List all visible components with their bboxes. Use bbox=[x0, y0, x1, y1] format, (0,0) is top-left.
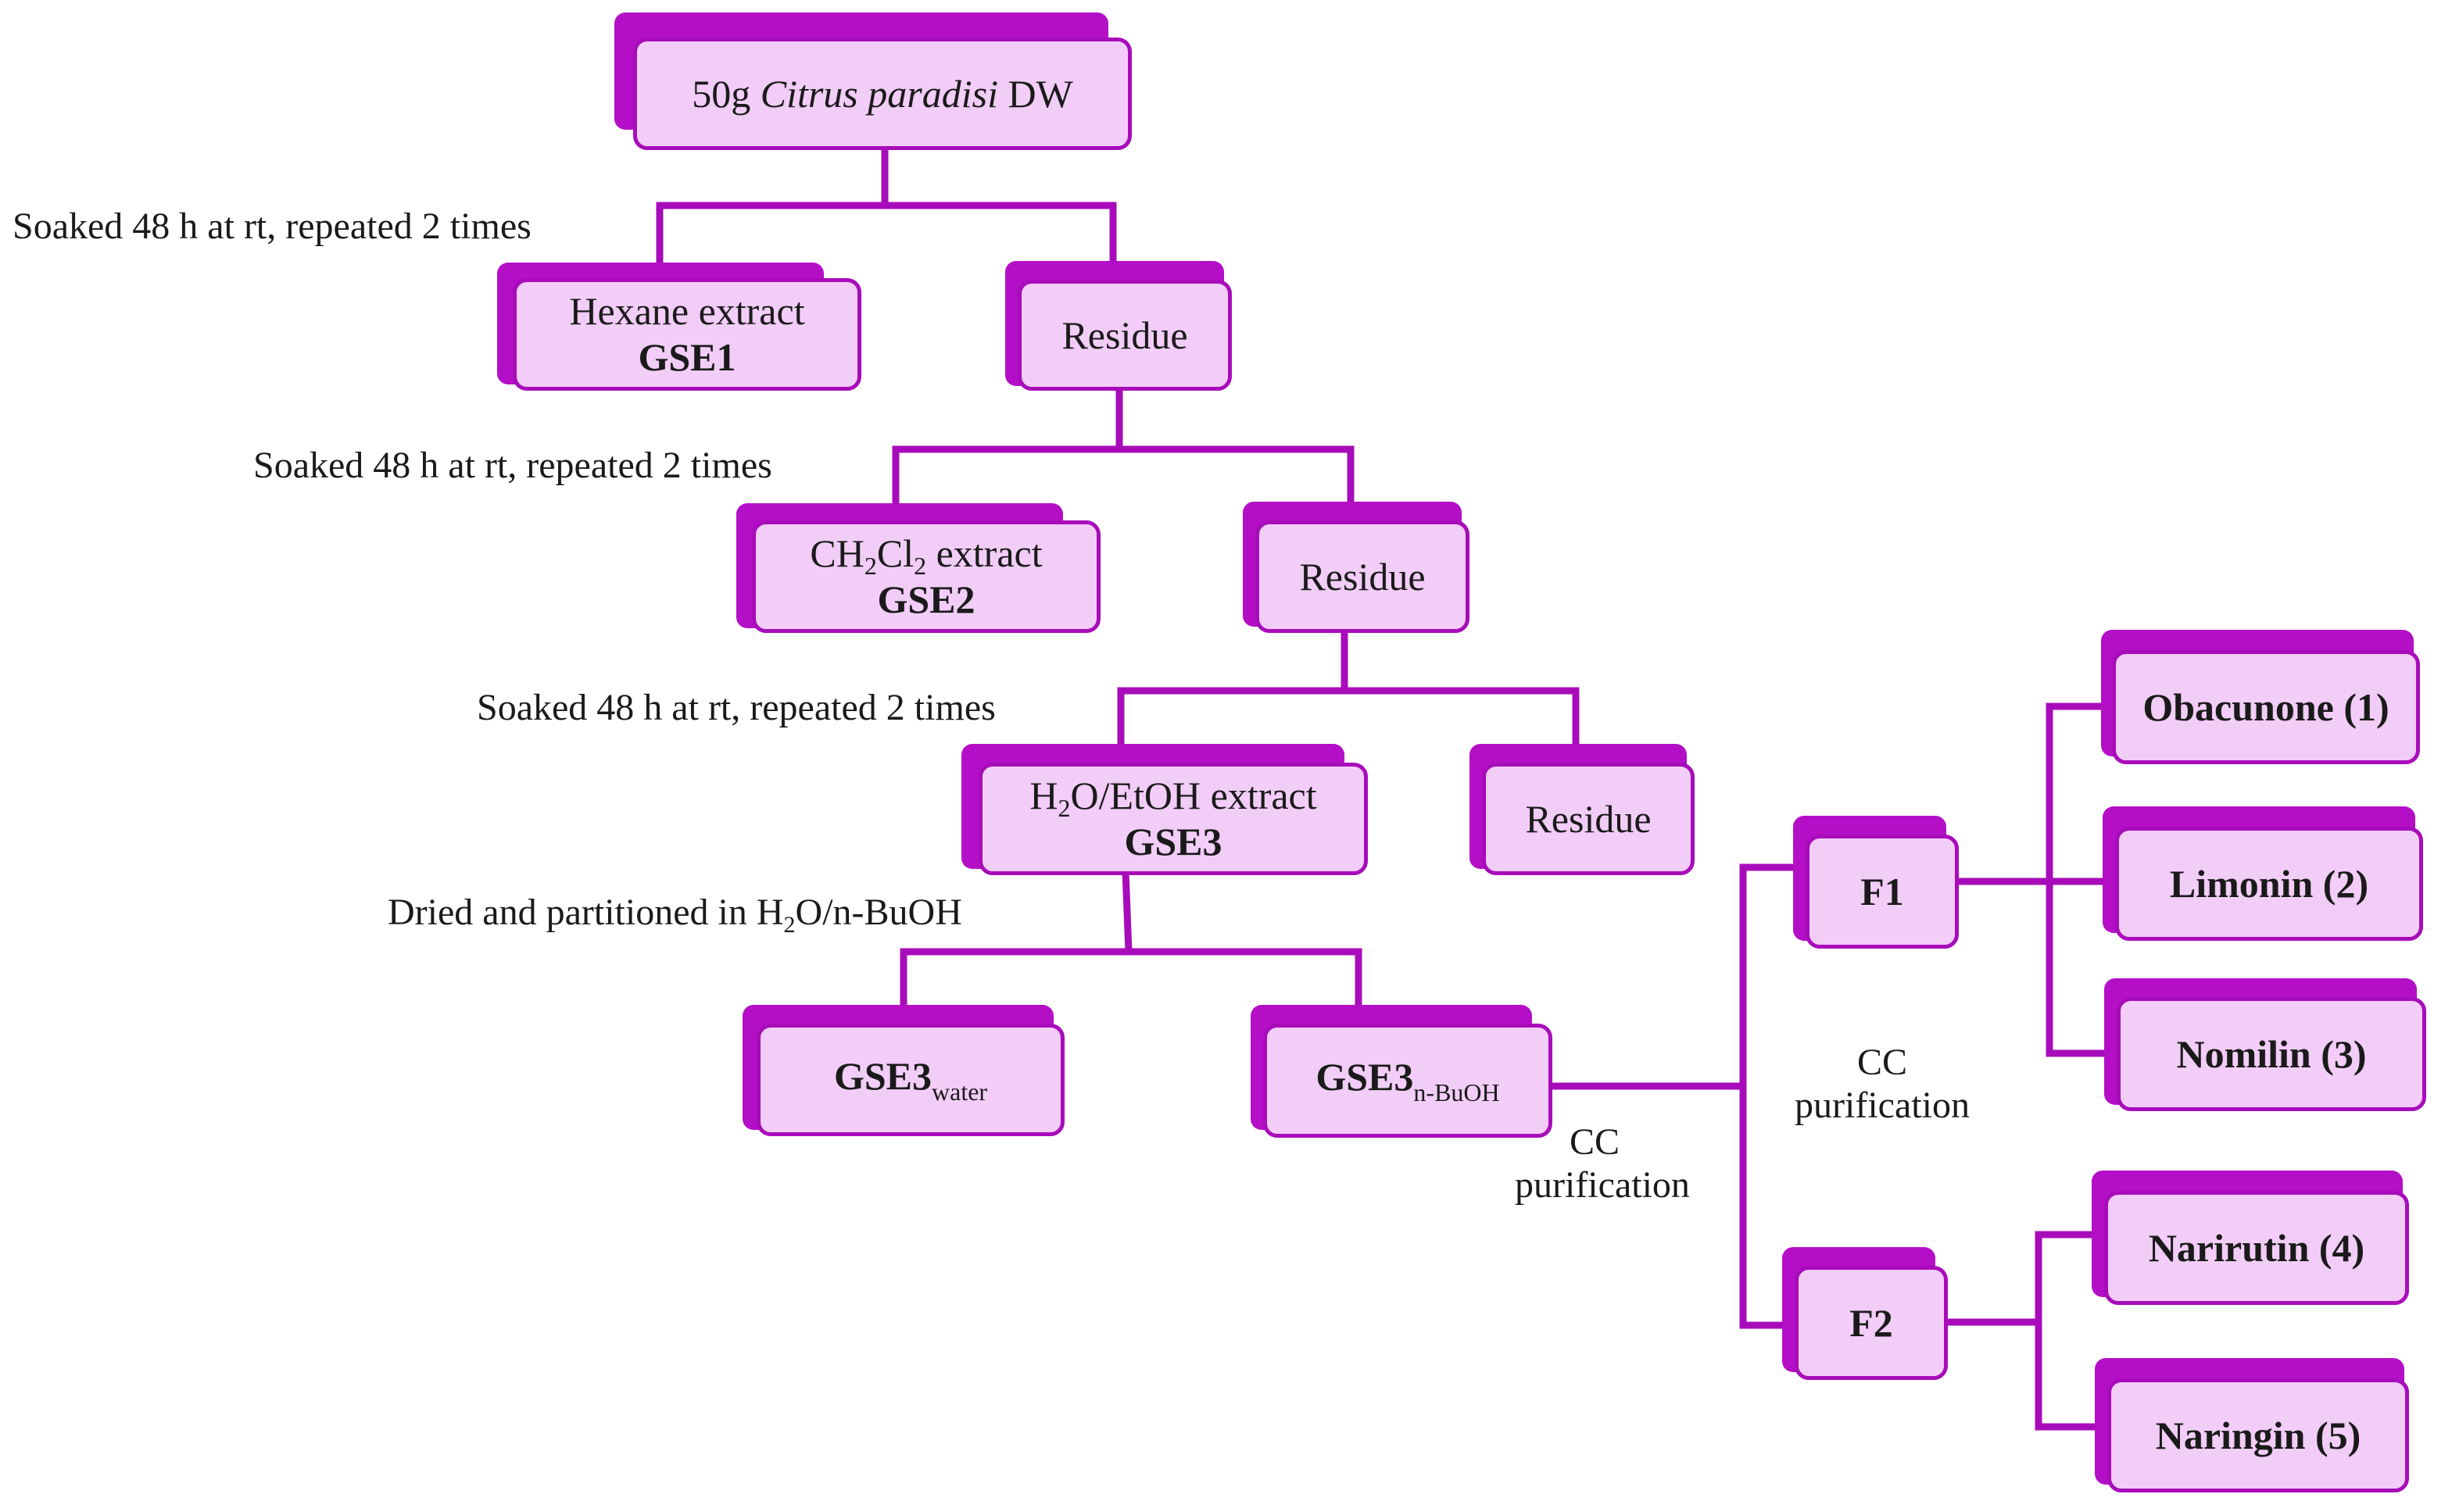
residue-label-1: Residue bbox=[1061, 313, 1188, 357]
hexane-extract-node: Hexane extract GSE1 bbox=[497, 263, 861, 391]
compound-narirutin-label: Narirutin (4) bbox=[2148, 1225, 2365, 1270]
cc-2-line-1: CC bbox=[1856, 1042, 1908, 1083]
residue-node-2: Residue bbox=[1243, 502, 1469, 633]
ch2cl2-ch: CH bbox=[810, 531, 864, 575]
h2o-etoh-extract-code: GSE3 bbox=[1124, 820, 1222, 863]
h2o-etoh-h: H bbox=[1029, 774, 1058, 817]
compound-nomilin-node: Nomilin (3) bbox=[2104, 978, 2426, 1111]
cc-1-line-2: purification bbox=[1515, 1164, 1690, 1206]
h2o-etoh-rest: O/EtOH extract bbox=[1070, 774, 1317, 817]
ch2cl2-sub-1: 2 bbox=[864, 552, 877, 580]
step-label-soak-1: Soaked 48 h at rt, repeated 2 times bbox=[13, 206, 532, 247]
partition-prefix: Dried and partitioned in H bbox=[388, 892, 784, 933]
residue-node-3: Residue bbox=[1469, 744, 1695, 875]
ch2cl2-cl: Cl bbox=[876, 531, 915, 575]
start-suffix: DW bbox=[1008, 71, 1073, 116]
residue-node-1: Residue bbox=[1005, 261, 1232, 391]
partition-suffix: O/n-BuOH bbox=[795, 892, 962, 933]
compound-nomilin-label: Nomilin (3) bbox=[2176, 1031, 2367, 1076]
gse3-water-sub: water bbox=[932, 1077, 988, 1106]
gse3-buoh-sub: n-BuOH bbox=[1413, 1078, 1500, 1106]
step-label-cc-1: CC purification bbox=[1515, 1121, 1690, 1206]
compound-limonin-label: Limonin (2) bbox=[2169, 861, 2369, 906]
ch2cl2-extract-code: GSE2 bbox=[877, 577, 975, 621]
connector bbox=[1122, 867, 1133, 956]
fraction-f1-node: F1 bbox=[1793, 816, 1959, 949]
step-label-cc-2: CC purification bbox=[1771, 1041, 1993, 1127]
h2o-etoh-sub: 2 bbox=[1058, 794, 1071, 822]
gse3-water-node: GSE3water bbox=[743, 1005, 1065, 1136]
fraction-f2-label: F2 bbox=[1849, 1300, 1893, 1345]
start-node: 50g Citrus paradisi DW bbox=[614, 13, 1132, 150]
hexane-extract-label: Hexane extract bbox=[569, 289, 805, 333]
cc-1-line-1: CC bbox=[1569, 1121, 1620, 1163]
step-label-partition: Dried and partitioned in H2O/n-BuOH bbox=[388, 891, 962, 937]
residue-label-2: Residue bbox=[1299, 554, 1426, 599]
compound-obacunone-node: Obacunone (1) bbox=[2101, 630, 2420, 764]
hexane-extract-code: GSE1 bbox=[638, 335, 736, 379]
gse3-buoh-node: GSE3n-BuOH bbox=[1251, 1005, 1552, 1138]
fraction-f2-node: F2 bbox=[1782, 1247, 1948, 1380]
residue-label-3: Residue bbox=[1525, 796, 1652, 841]
ch2cl2-sub-2: 2 bbox=[914, 552, 927, 580]
compound-naringin-node: Naringin (5) bbox=[2095, 1358, 2409, 1492]
gse3-water-code: GSE3 bbox=[833, 1053, 932, 1098]
step-label-soak-3: Soaked 48 h at rt, repeated 2 times bbox=[477, 687, 996, 728]
fraction-f1-label: F1 bbox=[1860, 869, 1904, 913]
ch2cl2-suffix: extract bbox=[936, 531, 1043, 575]
compound-obacunone-label: Obacunone (1) bbox=[2142, 685, 2389, 729]
cc-2-line-2: purification bbox=[1795, 1085, 1970, 1127]
start-amount: 50g bbox=[692, 71, 751, 116]
compound-narirutin-node: Narirutin (4) bbox=[2092, 1171, 2409, 1305]
ch2cl2-extract-node: CH2Cl2 extract GSE2 bbox=[736, 503, 1101, 633]
start-species: Citrus paradisi bbox=[760, 71, 998, 116]
step-label-soak-2: Soaked 48 h at rt, repeated 2 times bbox=[253, 445, 772, 486]
compound-limonin-node: Limonin (2) bbox=[2103, 806, 2423, 941]
h2o-etoh-extract-node: H2O/EtOH extract GSE3 bbox=[961, 744, 1368, 875]
compound-naringin-label: Naringin (5) bbox=[2155, 1413, 2361, 1457]
partition-sub: 2 bbox=[783, 912, 796, 938]
gse3-buoh-code: GSE3 bbox=[1315, 1054, 1414, 1099]
